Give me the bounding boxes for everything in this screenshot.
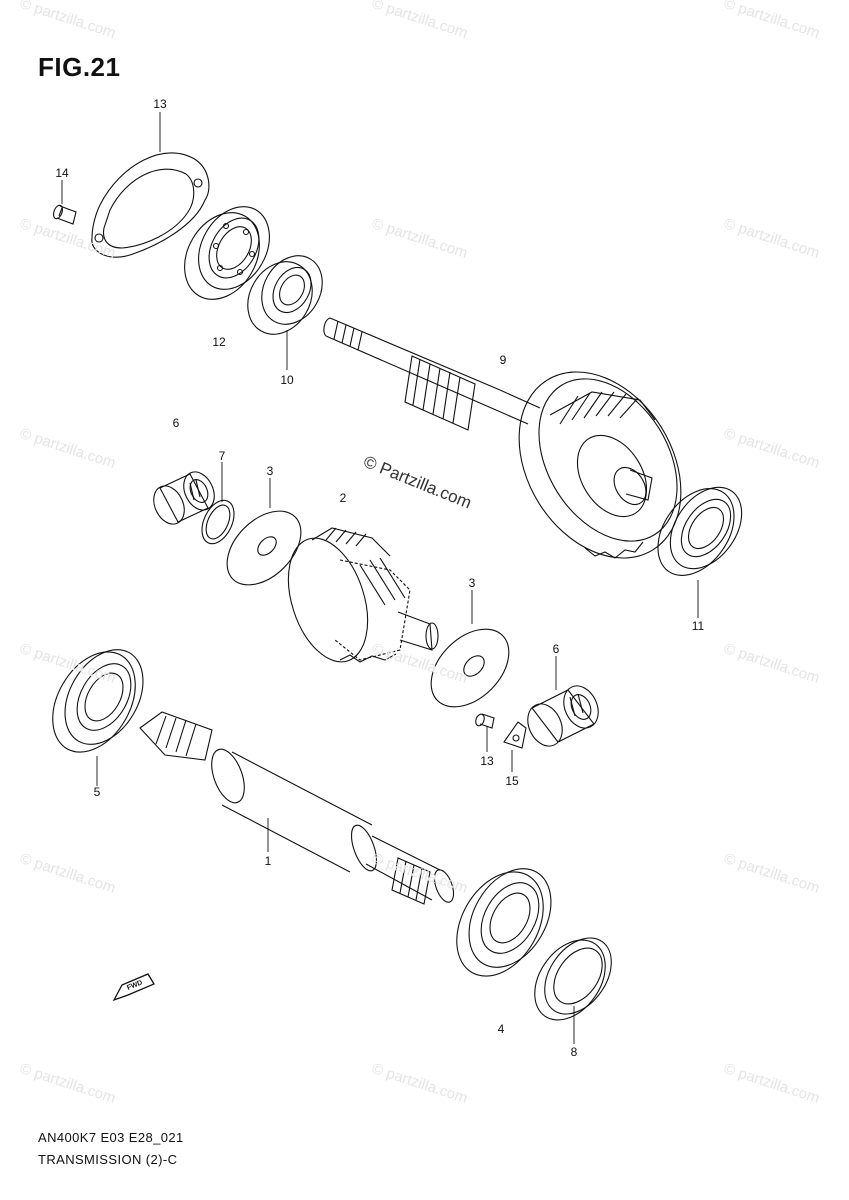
callout-6-left: 6 bbox=[172, 416, 180, 430]
callout-13-gasket: 13 bbox=[153, 97, 167, 111]
callout-9: 9 bbox=[499, 353, 507, 367]
callout-7: 7 bbox=[218, 449, 226, 463]
callout-5: 5 bbox=[93, 785, 101, 799]
part-15-lock-plate bbox=[504, 722, 526, 748]
leader-lines bbox=[62, 112, 698, 1044]
callout-12: 12 bbox=[212, 335, 226, 349]
part-13-bolt bbox=[474, 713, 494, 728]
part-14-screw bbox=[52, 204, 76, 224]
callout-4: 4 bbox=[497, 1022, 505, 1036]
part-3-washer-upper bbox=[213, 497, 315, 599]
part-3-washer-lower bbox=[416, 614, 523, 721]
callout-15: 15 bbox=[505, 774, 519, 788]
callout-13-bolt: 13 bbox=[480, 754, 494, 768]
callout-14: 14 bbox=[55, 166, 69, 180]
callout-2: 2 bbox=[339, 491, 347, 505]
part-6-needle-bearing-left bbox=[148, 467, 220, 529]
part-5-bearing bbox=[36, 636, 159, 767]
callout-3-upper: 3 bbox=[266, 464, 274, 478]
part-4-bearing bbox=[439, 854, 568, 991]
figure-name: TRANSMISSION (2)-C bbox=[38, 1152, 178, 1167]
part-1-drive-shaft bbox=[140, 712, 457, 905]
part-12-bearing bbox=[170, 194, 284, 313]
part-6-needle-bearing-right bbox=[521, 680, 605, 751]
callout-8: 8 bbox=[570, 1045, 578, 1059]
part-11-bearing bbox=[642, 474, 756, 590]
figure-title: FIG.21 bbox=[38, 52, 121, 82]
part-9-driven-shaft-gear bbox=[324, 318, 714, 588]
part-13-flange-gasket bbox=[92, 153, 209, 257]
part-2-gear bbox=[274, 528, 438, 672]
part-10-bearing bbox=[235, 245, 334, 346]
callout-3-lower: 3 bbox=[468, 576, 476, 590]
part-8-oil-seal bbox=[520, 926, 625, 1034]
part-7-circlip bbox=[196, 495, 241, 549]
callout-1: 1 bbox=[264, 854, 272, 868]
figure-code: AN400K7 E03 E28_021 bbox=[38, 1130, 184, 1145]
callout-10: 10 bbox=[280, 373, 294, 387]
callout-11: 11 bbox=[691, 619, 705, 633]
callout-6-right: 6 bbox=[552, 642, 560, 656]
forward-arrow-icon: FWD bbox=[114, 974, 154, 1000]
